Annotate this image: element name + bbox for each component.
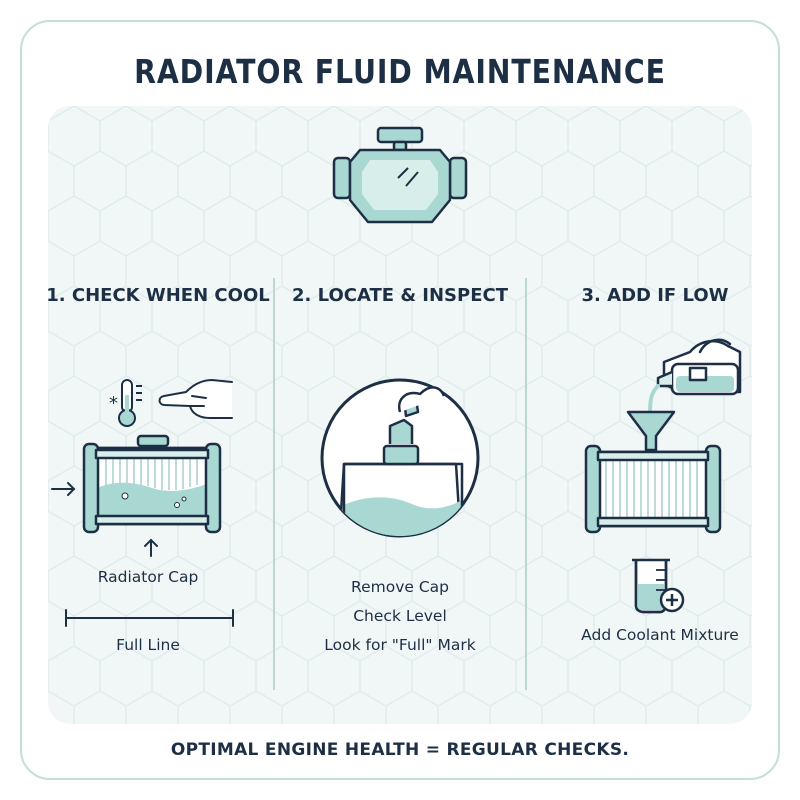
column-divider-2 — [525, 278, 527, 690]
radiator-cap-label: Radiator Cap — [97, 568, 199, 586]
page-title: RADIATOR FLUID MAINTENANCE — [134, 52, 666, 91]
instruction-check-level: Check Level — [353, 607, 447, 625]
add-coolant-label: Add Coolant Mixture — [581, 626, 739, 644]
instruction-look-for-mark: Look for "Full" Mark — [324, 636, 476, 654]
radiator-icon — [82, 434, 222, 534]
footer-tagline: OPTIMAL ENGINE HEALTH = REGULAR CHECKS. — [170, 740, 630, 760]
pointing-hand-icon — [158, 379, 233, 419]
full-line-label: Full Line — [116, 636, 180, 654]
coolant-jug-icon — [648, 338, 742, 414]
svg-text:*: * — [109, 393, 118, 414]
magnified-cap-icon — [320, 378, 480, 538]
step-3-heading: 3. ADD IF LOW — [581, 285, 729, 306]
column-divider-1 — [273, 278, 275, 690]
engine-icon — [332, 126, 468, 224]
funnel-icon — [626, 410, 676, 452]
step-2-heading: 2. LOCATE & INSPECT — [291, 285, 508, 306]
arrow-icon — [51, 482, 234, 627]
measuring-beaker-icon — [632, 558, 685, 614]
thermometer-icon: * — [109, 379, 142, 427]
radiator-icon — [584, 444, 722, 534]
instruction-remove-cap: Remove Cap — [351, 578, 449, 596]
step-1-heading: 1. CHECK WHEN COOL — [46, 285, 270, 306]
